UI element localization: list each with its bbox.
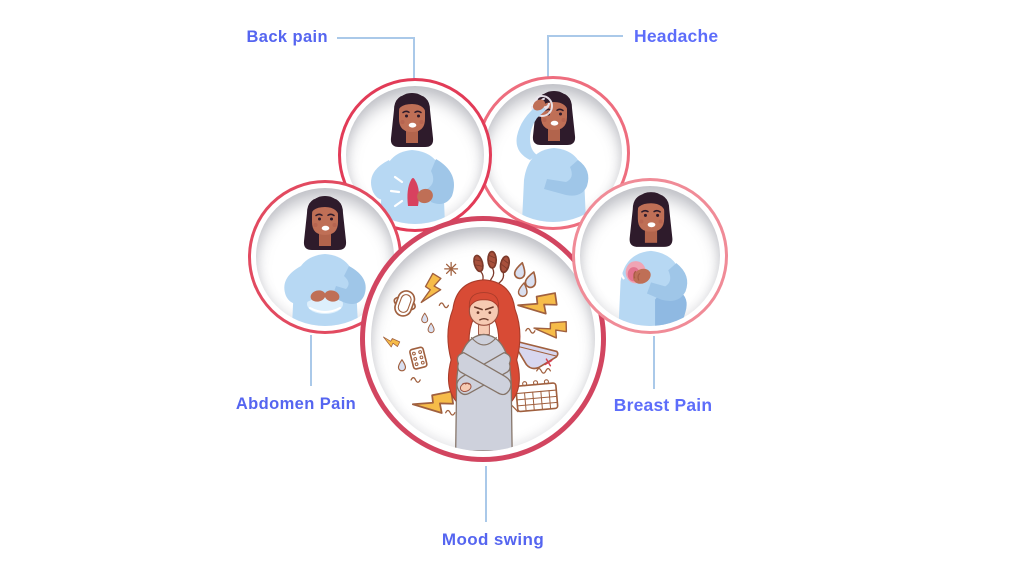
connector-abdomen-pain-vertical	[310, 335, 312, 386]
back-pain-mark	[407, 178, 419, 206]
sparkle-icon	[444, 261, 459, 276]
connector-breast-pain-vertical	[653, 336, 655, 389]
headache-circle	[476, 76, 630, 230]
breast-pain-woman-illustration	[613, 192, 688, 326]
connector-back-pain-vertical	[413, 38, 415, 79]
mood-swing-woman-illustration	[382, 250, 568, 451]
pill-blister-icon	[409, 346, 428, 370]
headache-woman-illustration	[516, 91, 589, 222]
lightning-bolt-icons	[382, 272, 568, 414]
abdomen-pain-plate	[256, 188, 394, 326]
woman-head	[303, 196, 347, 250]
connector-back-pain-horizontal	[337, 37, 415, 39]
pain-dashes-icon	[389, 175, 404, 208]
mood-swing-plate	[371, 227, 595, 451]
headache-plate	[484, 84, 622, 222]
abdomen-pain-woman-illustration	[284, 196, 366, 326]
back-pain-circle	[338, 78, 492, 232]
connector-mood-swing-vertical	[485, 466, 487, 522]
connector-headache-horizontal	[548, 35, 623, 37]
abdomen-pain-circle	[248, 180, 402, 334]
label-back-pain: Back pain	[246, 28, 328, 46]
back-pain-plate	[346, 86, 484, 224]
connector-headache-vertical	[547, 35, 549, 77]
sanitary-pad-icon	[393, 290, 416, 317]
label-abdomen-pain: Abdomen Pain	[235, 395, 357, 413]
breast-pain-plate	[580, 186, 720, 326]
angry-woman	[447, 279, 521, 451]
breast-pain-circle	[572, 178, 728, 334]
calendar-icon	[508, 379, 559, 413]
label-headache: Headache	[634, 26, 719, 46]
label-mood-swing: Mood swing	[441, 530, 545, 549]
label-breast-pain: Breast Pain	[613, 395, 713, 415]
woman-head	[532, 91, 576, 145]
water-drop-icons	[397, 261, 537, 372]
woman-head	[629, 192, 673, 247]
doodles	[382, 250, 568, 423]
pain-arcs-icon	[613, 257, 626, 283]
woman-head	[390, 93, 434, 147]
back-pain-woman-illustration	[371, 93, 454, 224]
mood-swing-circle	[360, 216, 606, 462]
